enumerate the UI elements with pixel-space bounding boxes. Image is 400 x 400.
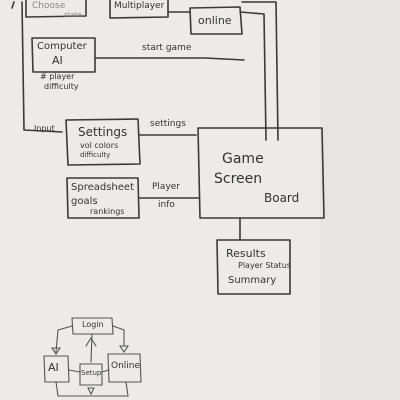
- computer-ai-line1: Computer: [37, 41, 87, 52]
- settings-title: Settings: [78, 125, 128, 139]
- left-spine-line: [21, 1, 63, 133]
- results-line2: Player Status: [238, 261, 291, 270]
- multiplayer-box: [109, 0, 169, 19]
- game-screen-line3: Board: [264, 191, 300, 205]
- mini-online-label: Online: [111, 361, 141, 371]
- game-screen-line1: Game: [222, 151, 264, 167]
- start-game-line: [94, 57, 245, 61]
- online-box: [189, 6, 243, 35]
- multiplayer-label: Multiplayer: [114, 1, 165, 11]
- mini-arrow-up: [85, 336, 97, 347]
- mini-login-box: [71, 317, 114, 335]
- mini-login-label: Login: [82, 320, 104, 329]
- game-screen-box: [197, 127, 325, 219]
- mini-arrow-bottom: [87, 387, 95, 396]
- top-left-box: [25, 0, 87, 18]
- spreadsheet-line2: goals: [71, 196, 98, 207]
- settings-line1: vol colors: [80, 141, 119, 150]
- spreadsheet-box: [66, 177, 140, 219]
- mini-login-ai-line: [55, 325, 73, 353]
- game-screen-line2: Screen: [214, 171, 263, 187]
- player-info-label-2: info: [158, 200, 175, 210]
- results-box: [216, 239, 291, 295]
- top-left-box-line2: state: [64, 11, 82, 19]
- results-line1: Results: [226, 247, 266, 260]
- top-left-box-line1: Choose: [32, 1, 66, 11]
- mini-setup-label: Setup: [81, 369, 102, 377]
- input-label: Input: [34, 124, 55, 133]
- paper-shadow: [320, 0, 400, 400]
- mini-arrow-online: [118, 345, 130, 353]
- results-line3: Summary: [228, 275, 277, 286]
- mini-login-online-line: [112, 325, 125, 347]
- mini-arrow-ai: [50, 347, 62, 355]
- mini-bottom-line: [55, 381, 129, 397]
- left-top-tick: [11, 1, 15, 9]
- player-info-label-1: Player: [152, 182, 181, 192]
- settings-box: [65, 118, 141, 166]
- computer-ai-note1: # player: [40, 72, 75, 81]
- computer-ai-note2: difficulty: [44, 82, 79, 91]
- settings-line2: difficulty: [80, 151, 111, 159]
- right-line-outer: [241, 1, 279, 141]
- mini-ai-box: [43, 355, 70, 383]
- mini-online-box: [107, 353, 142, 383]
- mini-setup-online-line: [101, 369, 110, 373]
- start-game-label: start game: [142, 43, 192, 53]
- right-line-inner: [239, 11, 267, 141]
- spreadsheet-line3: rankings: [90, 207, 125, 216]
- mini-ai-setup-line: [68, 369, 81, 373]
- settings-edge-label: settings: [150, 119, 186, 129]
- spreadsheet-line1: Spreadsheet: [71, 182, 134, 193]
- mini-ai-label: AI: [48, 361, 59, 374]
- online-label: online: [198, 14, 232, 27]
- computer-ai-line2: AI: [52, 54, 63, 67]
- mini-setup-box: [79, 363, 103, 386]
- computer-ai-box: [31, 37, 96, 73]
